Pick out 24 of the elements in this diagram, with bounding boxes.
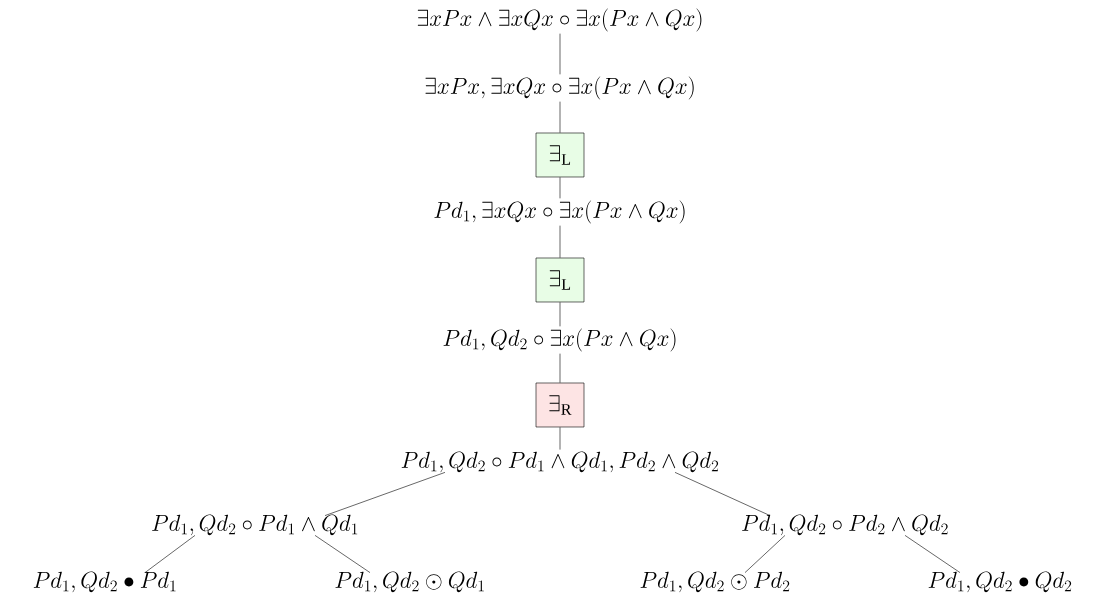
- tree-line: [559, 302, 561, 327]
- sequent-text: $Pd_1, Qd_2 \circ \exists x(Px \wedge Qx)$: [443, 328, 676, 352]
- tree-line: [559, 177, 561, 199]
- tree-line: [559, 427, 561, 450]
- tree-line: [744, 535, 786, 573]
- sequent-text: $Pd_1, Qd_2 \circ Pd_1 \wedge Qd_1, Pd_2 \wedge Qd_2$: [401, 451, 719, 473]
- tree-line: [559, 33, 561, 75]
- tree-line: [559, 353, 561, 383]
- tree-line: [559, 101, 561, 133]
- sequent-text: $Pd_1, Qd_2 \bullet Qd_2$: [928, 571, 1072, 593]
- sequent-text: $Pd_1, Qd_2 \circ Pd_2 \wedge Qd_2$: [742, 514, 948, 536]
- tree-line: [144, 535, 196, 573]
- sequent-text: $Pd_1, \exists xQx \circ \exists x(Px \wedge Qx)$: [434, 200, 685, 224]
- sequent-text: $\exists xPx \wedge \exists xQx \circ \exists x(Px \wedge Qx)$: [417, 8, 702, 32]
- tree-line: [674, 472, 771, 516]
- tree-line: [314, 535, 371, 573]
- sequent-text: $\exists xPx, \exists xQx \circ \exists x(Px \wedge Qx)$: [425, 76, 694, 100]
- sequent-text: $Pd_1, Qd_2 \bullet Pd_1$: [33, 571, 176, 593]
- sequent-text: $Pd_1, Qd_2 \circ Pd_1 \wedge Qd_1$: [152, 514, 358, 536]
- tree-line: [324, 472, 446, 516]
- tree-line: [559, 225, 561, 258]
- sequent-text: $Pd_1, Qd_2 \odot Pd_2$: [640, 571, 790, 593]
- sequent-text: $Pd_1, Qd_2 \odot Qd_1$: [335, 571, 484, 593]
- tree-line: [904, 535, 961, 573]
